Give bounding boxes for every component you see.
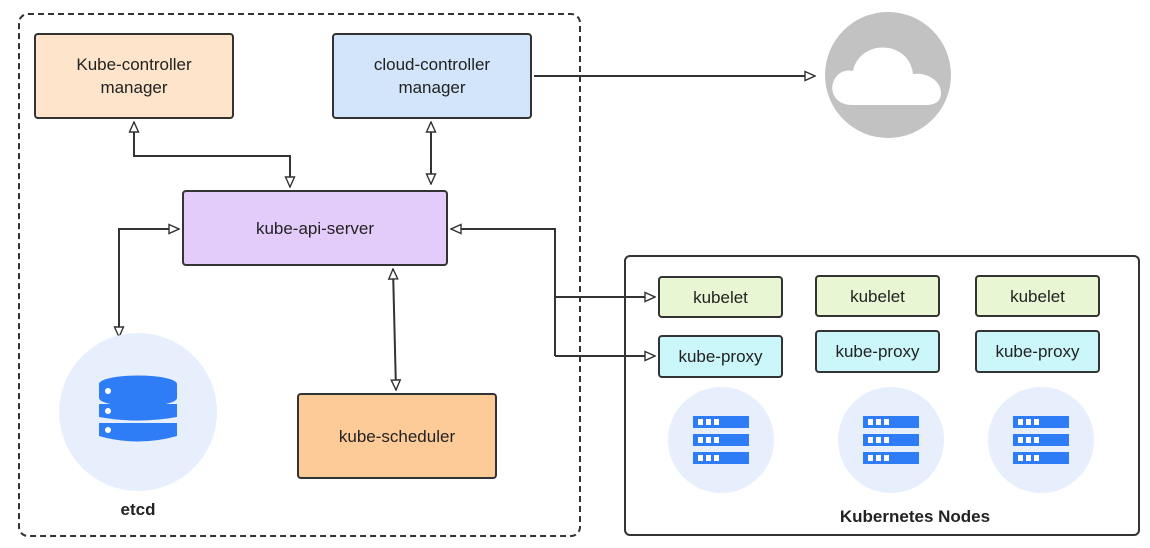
kcm-api-connector bbox=[134, 122, 290, 187]
kubernetes-nodes-panel bbox=[624, 255, 1140, 536]
cloud-controller-manager-box: cloud-controller manager bbox=[332, 33, 532, 119]
kubelet-label: kubelet bbox=[850, 286, 905, 306]
api-nodes-connector bbox=[451, 229, 556, 356]
kube-api-server-label: kube-api-server bbox=[255, 218, 375, 238]
kube-proxy-label: kube-proxy bbox=[835, 342, 920, 361]
etcd-api-connector bbox=[119, 229, 179, 337]
kube-controller-manager-label: Kube-controller manager bbox=[76, 55, 192, 97]
kube-api-server-box: kube-api-server bbox=[182, 190, 448, 266]
api-scheduler-connector bbox=[393, 269, 396, 390]
cloud-icon bbox=[825, 12, 951, 138]
server-icon bbox=[838, 387, 944, 493]
kubelet-box-1: kubelet bbox=[658, 276, 783, 318]
control-plane-boundary bbox=[18, 13, 581, 537]
cloud-controller-manager-label: cloud-controller manager bbox=[373, 55, 491, 97]
kubernetes-nodes-title: Kubernetes Nodes bbox=[839, 507, 991, 526]
kube-proxy-box-1: kube-proxy bbox=[658, 335, 783, 378]
kube-controller-manager-box: Kube-controller manager bbox=[34, 33, 234, 119]
server-icon bbox=[988, 387, 1094, 493]
database-icon bbox=[59, 333, 217, 491]
kube-scheduler-box: kube-scheduler bbox=[297, 393, 497, 479]
kubelet-label: kubelet bbox=[693, 287, 748, 307]
kubelet-box-2: kubelet bbox=[815, 275, 940, 317]
kube-proxy-box-3: kube-proxy bbox=[975, 330, 1100, 373]
etcd-label: etcd bbox=[120, 500, 156, 519]
server-icon bbox=[668, 387, 774, 493]
kube-proxy-box-2: kube-proxy bbox=[815, 330, 940, 373]
kubelet-box-3: kubelet bbox=[975, 275, 1100, 317]
kube-proxy-label: kube-proxy bbox=[995, 342, 1080, 361]
kubelet-label: kubelet bbox=[1010, 286, 1065, 306]
kube-scheduler-label: kube-scheduler bbox=[338, 426, 456, 446]
kube-proxy-label: kube-proxy bbox=[678, 347, 763, 366]
